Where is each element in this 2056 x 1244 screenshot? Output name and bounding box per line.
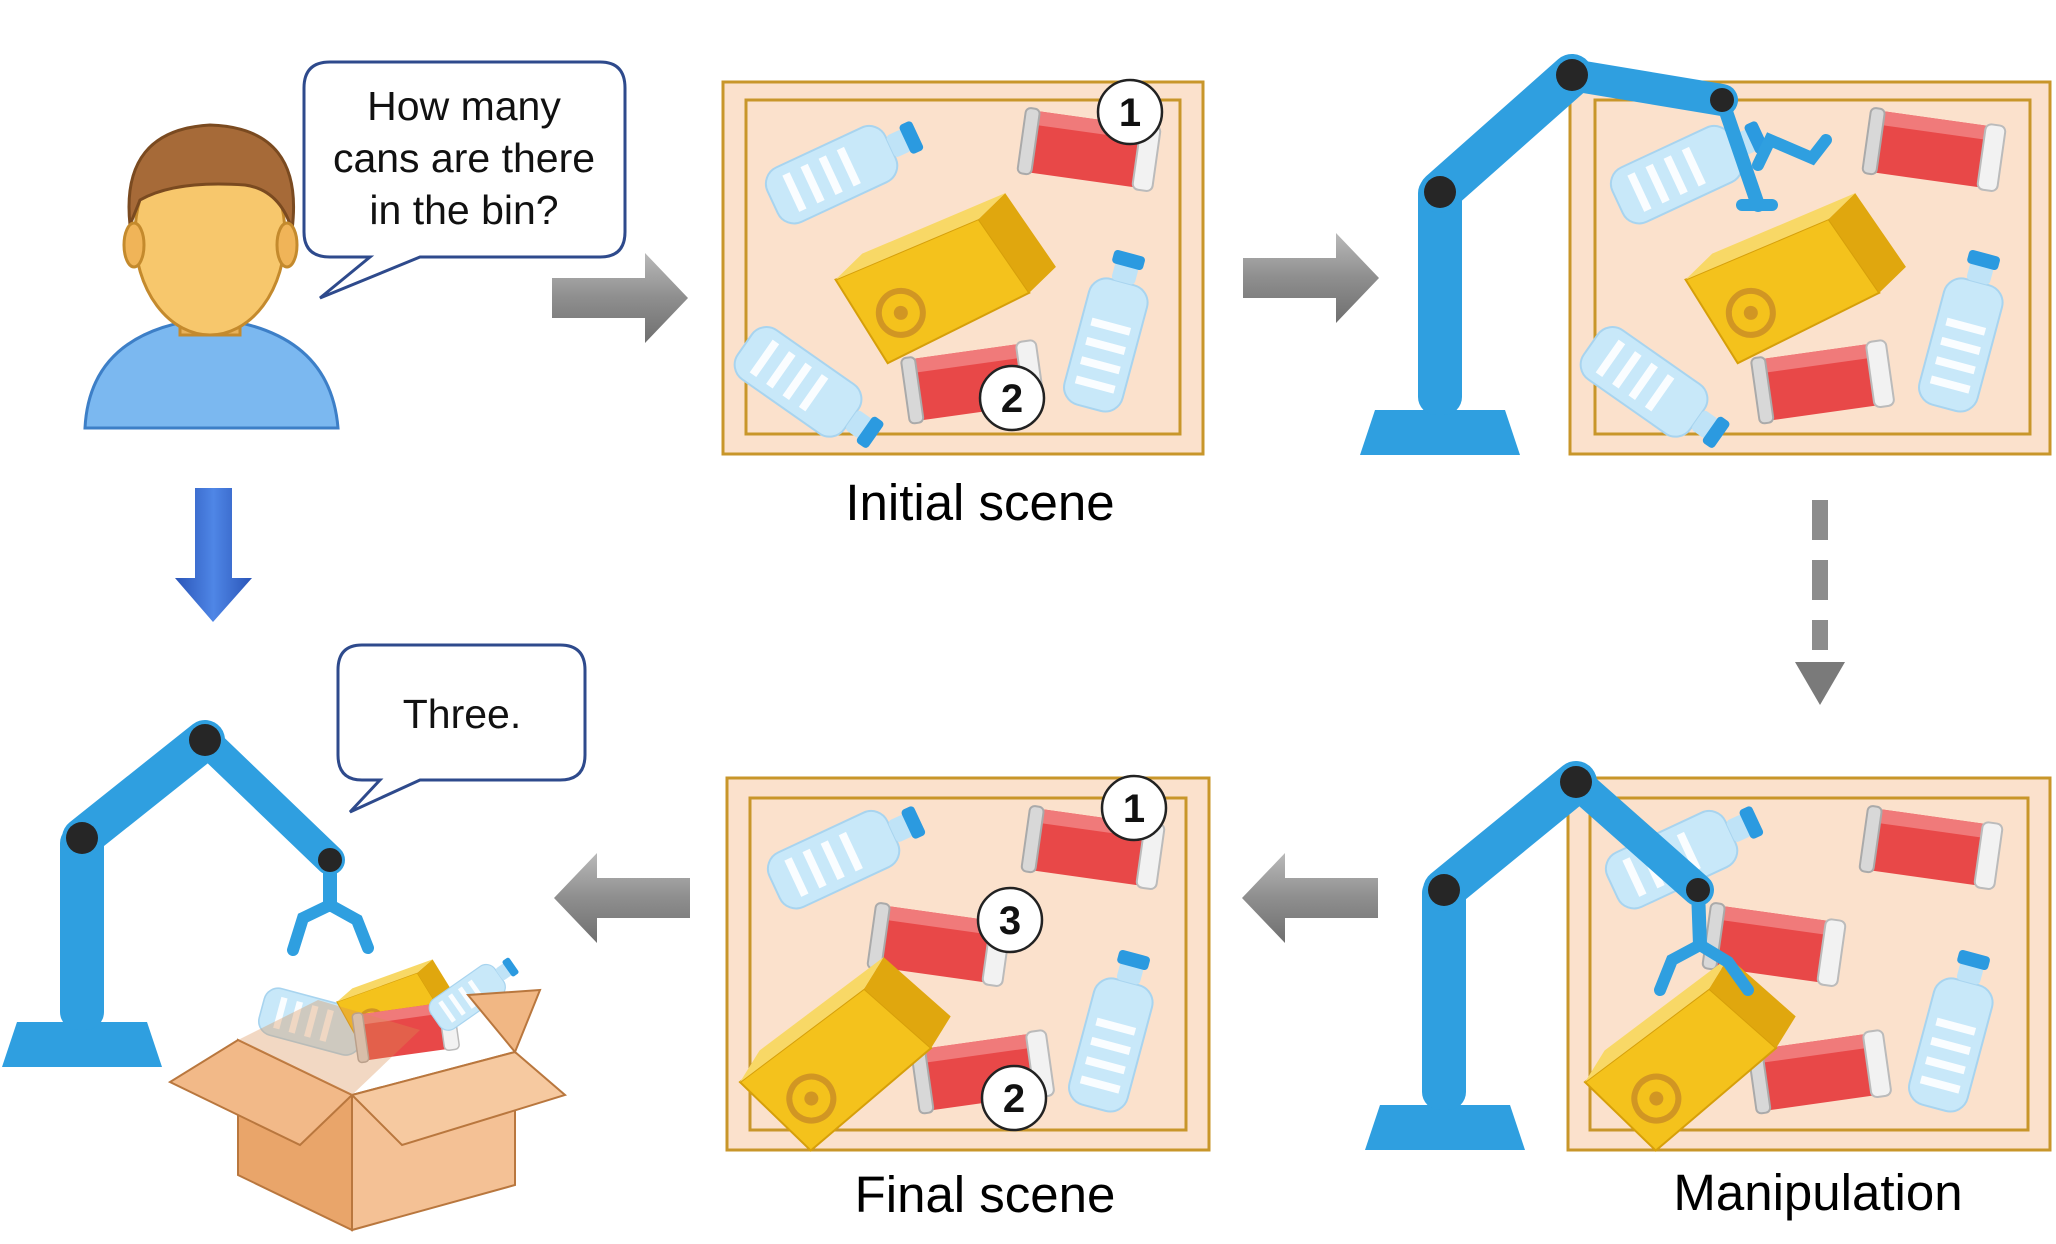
initial-can-badge-2: 2 — [978, 364, 1046, 432]
question-speech-bubble: How many cans are there in the bin? — [302, 60, 627, 300]
caption-initial-scene: Initial scene — [845, 474, 1114, 531]
initial-can-badge-1: 1 — [1096, 78, 1164, 146]
arrow-to-initial-scene — [552, 253, 688, 343]
dashed-arrow-down — [1795, 500, 1845, 705]
can-number-label: 2 — [1001, 377, 1023, 421]
cardboard-box-icon — [167, 949, 568, 1232]
arrow-to-manipulation — [1243, 233, 1379, 323]
question-line-3: in the bin? — [369, 187, 558, 233]
answer-speech-bubble: Three. — [336, 643, 587, 814]
can-number-label: 2 — [1003, 1077, 1025, 1121]
final-can-badge-2: 2 — [980, 1064, 1048, 1132]
question-line-1: How many — [367, 83, 561, 129]
robot-arm-icon — [1360, 54, 1832, 455]
final-can-badge-3: 3 — [976, 886, 1044, 954]
final-can-badge-1: 1 — [1100, 774, 1168, 842]
can-number-label: 1 — [1123, 787, 1145, 831]
caption-manipulation: Manipulation — [1673, 1164, 1962, 1221]
robot-arm-icon — [1365, 761, 1754, 1150]
robot-arm-icon — [2, 720, 374, 1067]
answer-text: Three. — [403, 691, 522, 737]
can-number-label: 3 — [999, 899, 1021, 943]
arrow-to-answer — [554, 853, 690, 943]
caption-final-scene: Final scene — [855, 1166, 1116, 1223]
blue-arrow-down — [175, 488, 252, 622]
can-number-label: 1 — [1119, 91, 1141, 135]
person-icon — [83, 123, 340, 430]
arrow-to-final-scene — [1242, 853, 1378, 943]
question-line-2: cans are there — [333, 135, 595, 181]
